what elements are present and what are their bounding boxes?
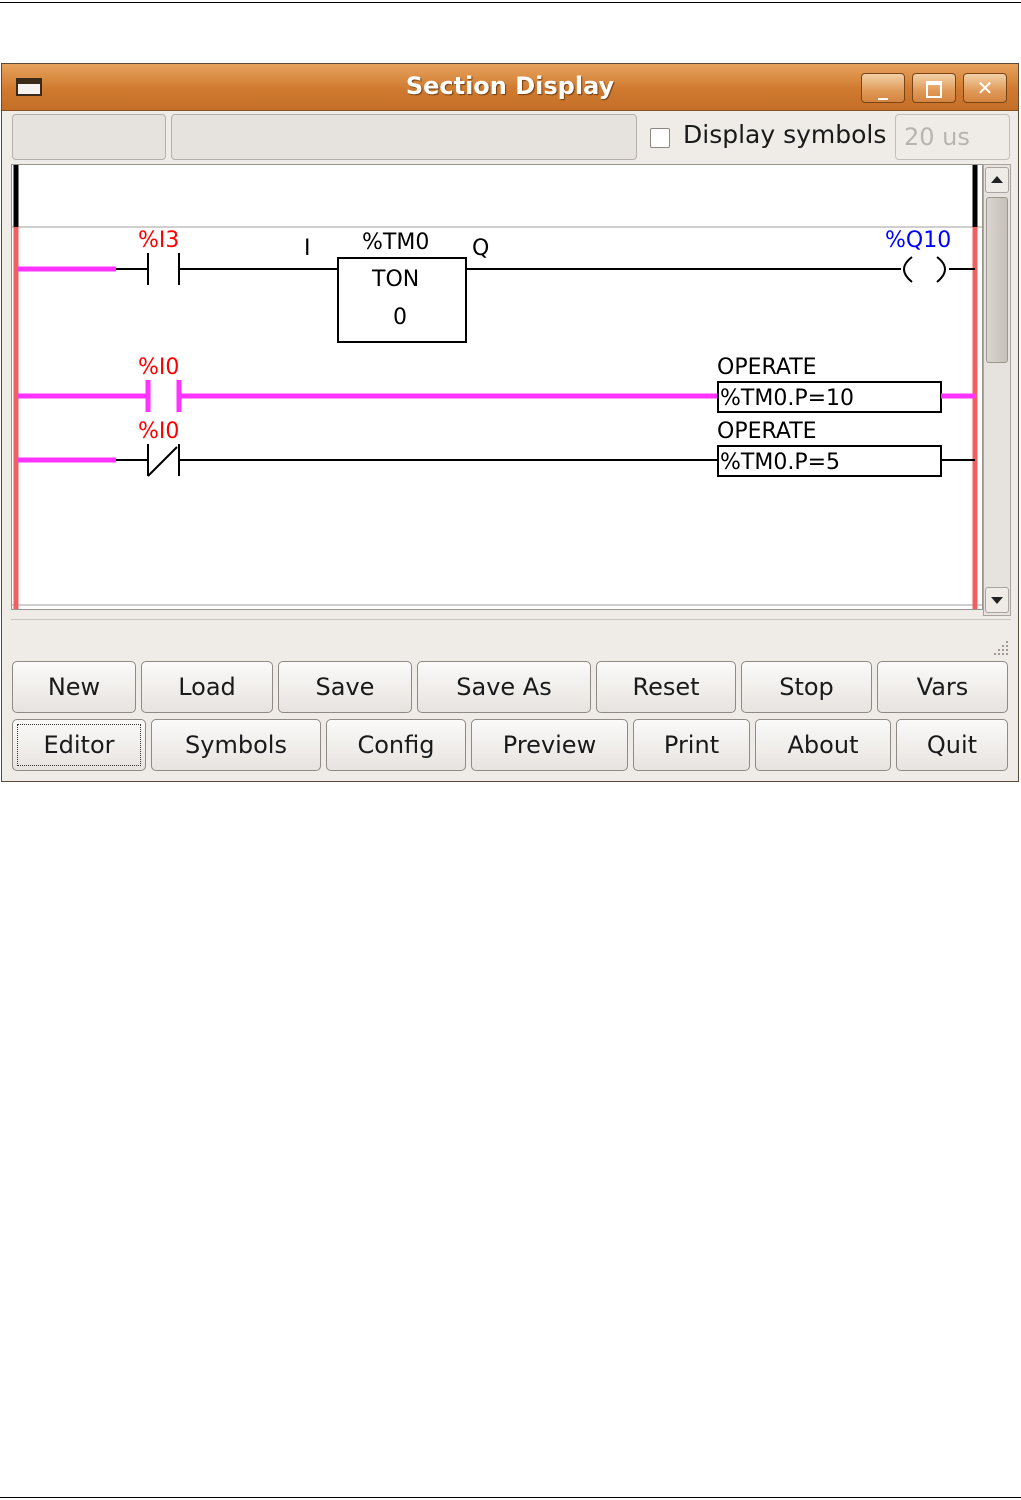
scroll-down-button[interactable] (985, 587, 1009, 613)
ladder-diagram: %I3 %TM0 I Q TON 0 %Q10 %I0 OPERATE %TM0… (12, 165, 982, 609)
page-top-rule (0, 2, 1021, 3)
about-button[interactable]: About (755, 719, 891, 771)
print-button[interactable]: Print (633, 719, 750, 771)
rung1-timer-name: %TM0 (362, 230, 429, 255)
arrow-down-icon (991, 597, 1003, 604)
page-bottom-rule (0, 1497, 1021, 1498)
rung1-timer-input-pin: I (304, 236, 311, 261)
new-button[interactable]: New (12, 661, 136, 713)
reset-button[interactable]: Reset (596, 661, 736, 713)
close-icon: ✕ (976, 76, 994, 100)
vars-button[interactable]: Vars (877, 661, 1008, 713)
save-as-button[interactable]: Save As (417, 661, 591, 713)
rung2-operate-label: OPERATE (717, 355, 817, 380)
rung1-contact-label: %I3 (138, 228, 179, 253)
title-bar[interactable]: Section Display _ ✕ (2, 64, 1018, 111)
window-menu-icon[interactable] (16, 78, 42, 96)
rung1-coil-right (936, 256, 946, 283)
arrow-up-icon (991, 176, 1003, 183)
rung3-operate-expr: %TM0.P=5 (720, 450, 840, 475)
display-symbols-checkbox[interactable] (650, 128, 670, 148)
resize-grip-icon[interactable] (992, 639, 1010, 657)
preview-button[interactable]: Preview (471, 719, 628, 771)
rung3-operate-box (717, 445, 942, 477)
maximize-button[interactable] (912, 73, 956, 103)
display-symbols-label[interactable]: Display symbols (683, 120, 887, 149)
vertical-scrollbar[interactable] (983, 164, 1011, 616)
rung2-contact-label: %I0 (138, 355, 179, 380)
section-display-window: Section Display _ ✕ Display symbols 20 u… (1, 63, 1019, 782)
rung2-operate-box (717, 381, 942, 413)
close-button[interactable]: ✕ (963, 73, 1007, 103)
config-button[interactable]: Config (326, 719, 466, 771)
pane-separator (11, 619, 1011, 620)
rung2-operate-expr: %TM0.P=10 (720, 386, 854, 411)
scroll-thumb[interactable] (986, 197, 1008, 363)
status-field-2 (171, 114, 637, 160)
cycle-time-field: 20 us (895, 114, 1010, 160)
rung1-timer-block (337, 257, 467, 343)
minimize-button[interactable]: _ (861, 73, 905, 103)
rung1-coil-left (903, 256, 913, 283)
ladder-canvas[interactable]: %I3 %TM0 I Q TON 0 %Q10 %I0 OPERATE %TM0… (11, 164, 983, 610)
scroll-up-button[interactable] (985, 167, 1009, 193)
rung1-timer-output-pin: Q (472, 236, 489, 261)
rung3-operate-label: OPERATE (717, 419, 817, 444)
status-field-1 (12, 114, 166, 160)
rung1-coil-label: %Q10 (885, 228, 951, 253)
quit-button[interactable]: Quit (896, 719, 1008, 771)
maximize-icon (926, 81, 942, 98)
editor-button[interactable]: Editor (12, 719, 146, 771)
rung3-contact-slash (147, 446, 178, 477)
stop-button[interactable]: Stop (741, 661, 872, 713)
rung1-timer-type: TON (371, 267, 419, 292)
symbols-button[interactable]: Symbols (151, 719, 321, 771)
rung1-timer-value: 0 (393, 305, 407, 330)
load-button[interactable]: Load (141, 661, 273, 713)
window-title: Section Display (405, 72, 615, 100)
save-button[interactable]: Save (278, 661, 412, 713)
rung3-contact-label: %I0 (138, 419, 179, 444)
minimize-icon: _ (878, 76, 888, 100)
